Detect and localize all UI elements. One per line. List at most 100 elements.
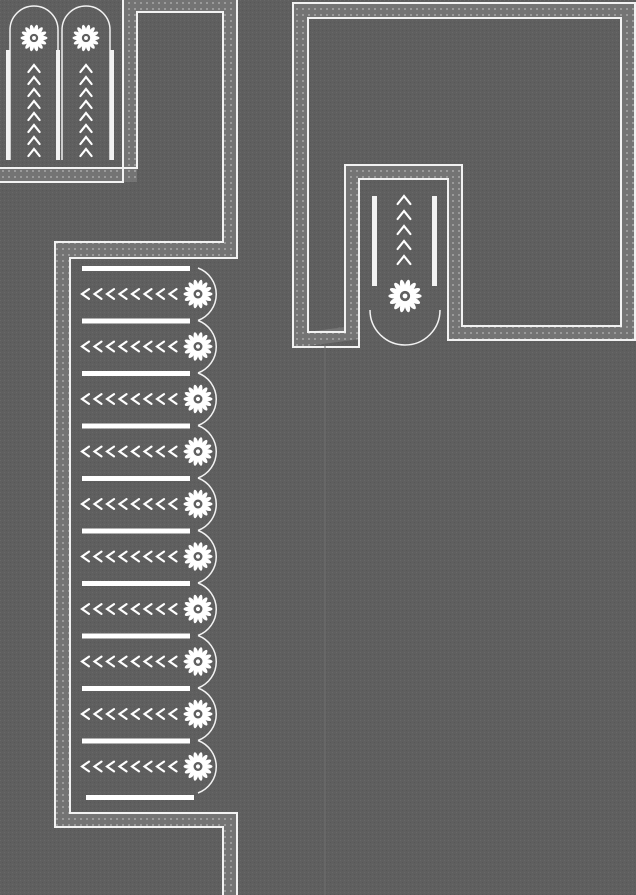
sunflower-icon — [183, 279, 213, 309]
leaf-icon — [79, 147, 93, 158]
leaf-icon — [117, 340, 128, 353]
petal — [193, 437, 199, 449]
flower-dot — [195, 344, 201, 349]
petal — [200, 286, 212, 294]
bar-icon — [82, 633, 190, 639]
leaf-icon — [105, 340, 116, 353]
sunflower-icon — [183, 437, 213, 466]
leaf-icon — [27, 147, 41, 158]
petal — [200, 706, 212, 714]
petal — [184, 391, 196, 399]
petal — [188, 282, 197, 293]
leaf-icon — [79, 135, 93, 146]
right-panel-outline — [292, 2, 636, 349]
petal — [188, 295, 197, 306]
leaf-icon — [80, 550, 91, 563]
petal — [193, 279, 199, 292]
leaf-icon — [396, 209, 412, 221]
leaf-icon — [92, 498, 103, 510]
leaf-icon — [80, 760, 91, 773]
leaf-icon — [117, 498, 128, 510]
petal — [406, 298, 416, 310]
strip-motif-group — [80, 266, 218, 800]
sunflower-icon — [183, 699, 213, 729]
leaf-icon — [155, 393, 166, 405]
petal — [200, 496, 212, 504]
strip-motif — [80, 633, 218, 689]
leaf-icon — [130, 708, 141, 720]
strip-motif — [80, 318, 218, 374]
leaf-icon — [79, 111, 93, 122]
bar-icon — [82, 476, 190, 481]
leaf-icon — [92, 603, 103, 615]
sunflower-icon — [388, 279, 422, 313]
leaf-icon — [27, 75, 41, 86]
bar-icon — [110, 50, 114, 160]
leaf-icon — [155, 603, 166, 615]
petal — [36, 38, 47, 45]
leaf-icon — [117, 760, 128, 773]
petal — [188, 610, 197, 621]
leaf-icon — [79, 87, 93, 98]
petal — [404, 299, 411, 313]
leaf-icon — [117, 655, 128, 668]
petal — [200, 347, 212, 354]
petal — [200, 714, 212, 722]
strip-motif — [80, 266, 218, 322]
flower-dot — [402, 293, 408, 299]
flower-dot — [195, 396, 201, 402]
leaf-icon — [130, 550, 141, 563]
petal — [188, 597, 197, 608]
leaf-icon — [79, 63, 93, 74]
petal — [184, 767, 196, 774]
scallop-icon — [197, 687, 218, 742]
left-strip-outline — [0, 0, 238, 895]
petal — [81, 24, 87, 36]
bar-icon — [82, 318, 190, 324]
petal — [199, 663, 208, 674]
petal — [199, 282, 208, 293]
petal — [200, 662, 212, 669]
petal — [184, 496, 196, 504]
petal — [197, 664, 203, 676]
leaf-icon — [79, 99, 93, 110]
petal — [184, 549, 196, 556]
petal — [389, 287, 403, 296]
bar-icon — [82, 266, 190, 271]
leaf-icon — [142, 760, 153, 773]
leaf-icon — [130, 445, 141, 458]
leaf-icon — [167, 603, 178, 615]
leaf-icon — [92, 288, 103, 300]
leaf-icon — [105, 708, 116, 720]
scallop-icon — [197, 372, 218, 427]
petal — [200, 294, 212, 302]
flower-dot — [195, 659, 201, 664]
flower-dot — [195, 764, 201, 769]
scallop-icon — [197, 424, 218, 479]
leaf-column — [396, 194, 412, 266]
petal — [199, 702, 208, 713]
petal — [85, 40, 91, 52]
leaf-icon — [142, 288, 153, 300]
leaf-icon — [167, 288, 178, 300]
petal — [197, 716, 203, 729]
petal — [199, 558, 208, 569]
leaf-icon — [142, 550, 153, 563]
leaf-icon — [130, 760, 141, 773]
sunflower-icon — [183, 384, 213, 414]
leaf-icon — [155, 550, 166, 563]
leaf-icon — [105, 288, 116, 300]
leaf-icon — [155, 288, 166, 300]
sunflower-icon — [183, 489, 213, 519]
petal — [200, 609, 212, 617]
leaf-icon — [92, 708, 103, 720]
flower-dot — [195, 554, 201, 559]
petal — [21, 38, 32, 45]
flower-dot — [32, 36, 36, 40]
petal — [188, 649, 197, 660]
leaf-icon — [105, 445, 116, 458]
petal — [188, 348, 197, 359]
flower-dot — [195, 606, 201, 612]
bar-icon — [56, 50, 60, 160]
